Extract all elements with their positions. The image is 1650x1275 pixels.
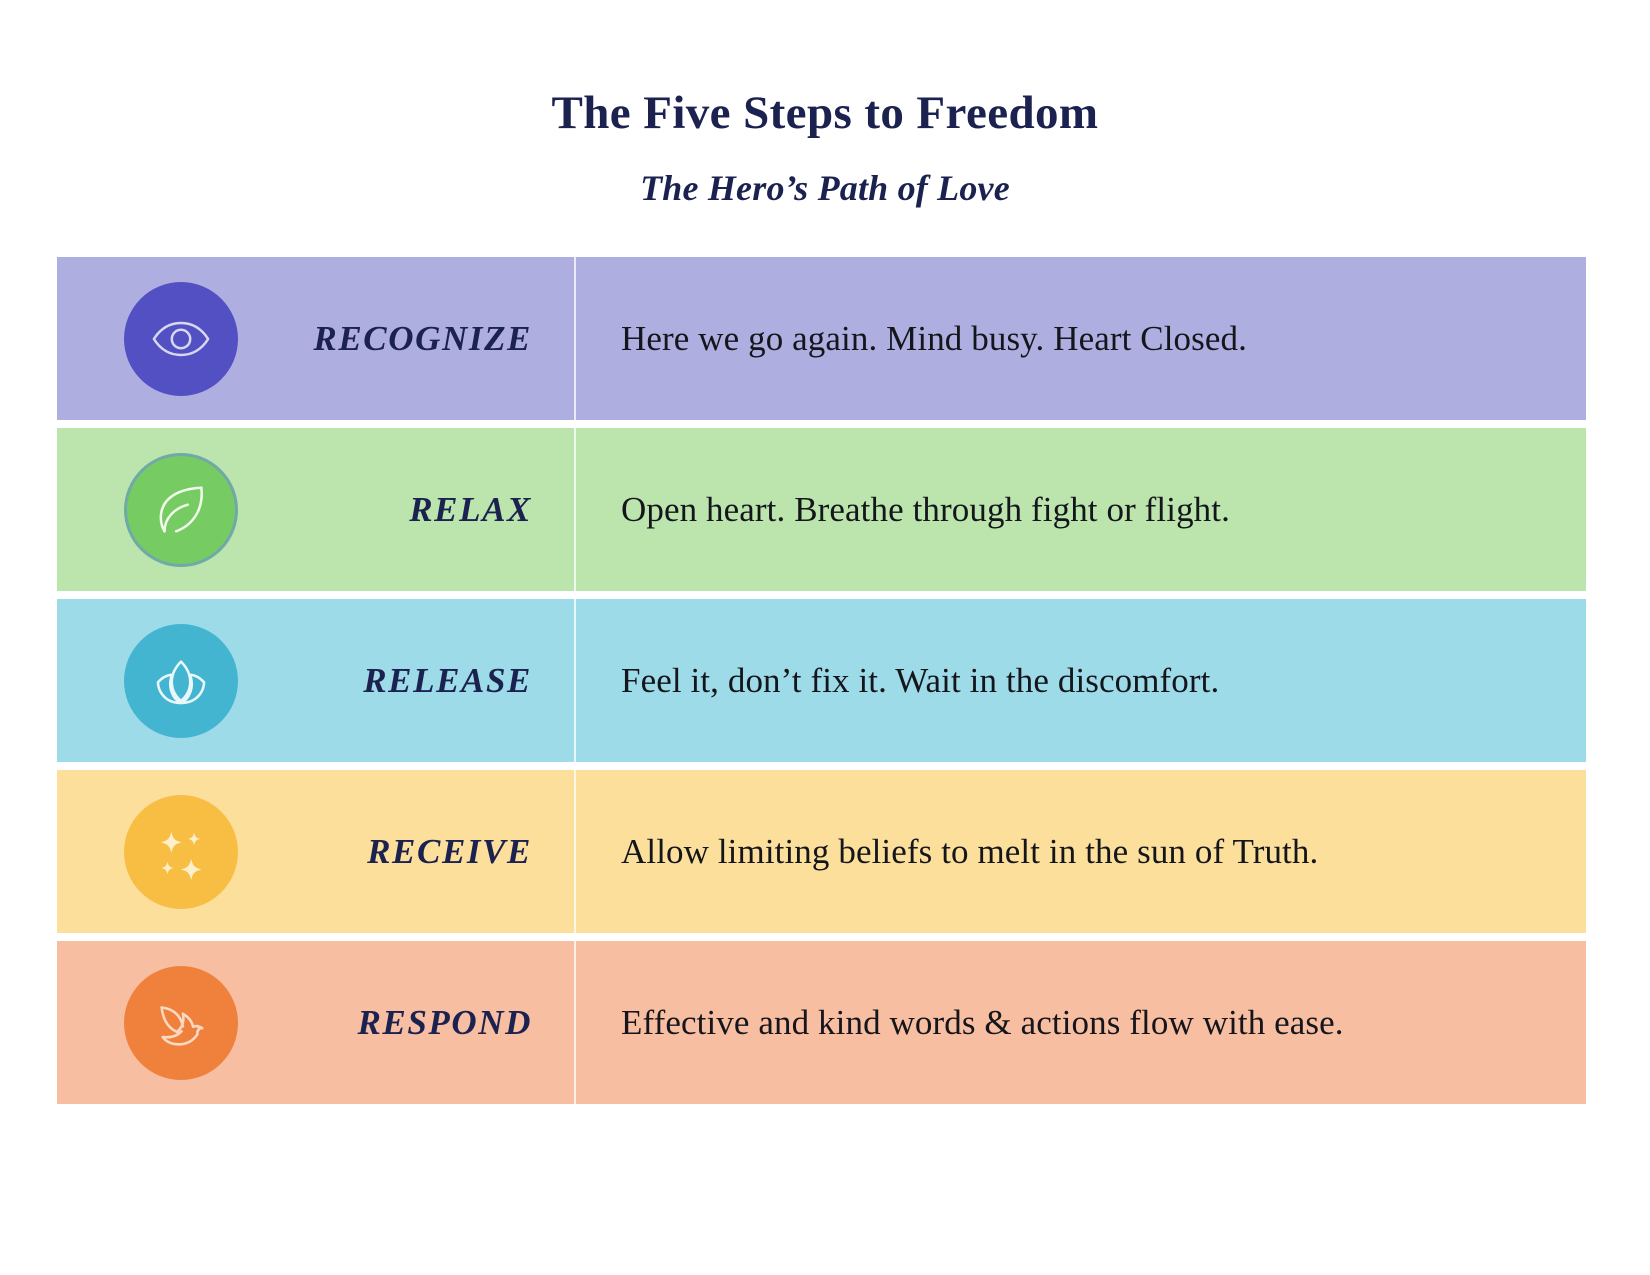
step-left-cell: RECEIVE [57,770,576,933]
step-label: RELAX [409,489,532,529]
step-row: RESPOND Effective and kind words & action… [57,941,1586,1104]
steps-list: RECOGNIZE Here we go again. Mind busy. He… [57,257,1586,1104]
leaf-icon [150,479,212,541]
dove-icon [150,992,212,1054]
step-icon-badge [124,794,238,909]
step-label: RESPOND [357,1002,532,1042]
step-description: Allow limiting beliefs to melt in the su… [621,831,1319,871]
step-description: Effective and kind words & actions flow … [621,1002,1344,1042]
step-right-cell: Effective and kind words & actions flow … [576,941,1586,1104]
step-right-cell: Feel it, don’t fix it. Wait in the disco… [576,599,1586,762]
step-left-cell: RECOGNIZE [57,257,576,420]
sparkles-icon [150,821,212,883]
step-left-cell: RELAX [57,428,576,591]
step-right-cell: Allow limiting beliefs to melt in the su… [576,770,1586,933]
step-right-cell: Open heart. Breathe through fight or fli… [576,428,1586,591]
step-row: RELEASE Feel it, don’t fix it. Wait in th… [57,599,1586,762]
step-icon-badge [124,965,238,1080]
step-right-cell: Here we go again. Mind busy. Heart Close… [576,257,1586,420]
step-left-cell: RELEASE [57,599,576,762]
step-icon-badge [124,281,238,396]
step-description: Open heart. Breathe through fight or fli… [621,489,1230,529]
step-left-cell: RESPOND [57,941,576,1104]
step-icon-badge [124,623,238,738]
page-title: The Five Steps to Freedom [551,87,1099,139]
eye-icon [150,308,212,370]
lotus-icon [150,650,212,712]
header: The Five Steps to Freedom The Hero’s Pat… [0,0,1650,208]
step-row: RELAX Open heart. Breathe through fight o… [57,428,1586,591]
page-subtitle: The Hero’s Path of Love [640,167,1010,208]
step-description: Here we go again. Mind busy. Heart Close… [621,318,1247,358]
step-icon-badge [124,452,238,567]
step-row: RECOGNIZE Here we go again. Mind busy. He… [57,257,1586,420]
step-label: RELEASE [363,660,532,700]
step-row: RECEIVE Allow limiting beliefs to melt in… [57,770,1586,933]
step-label: RECOGNIZE [313,318,532,358]
step-description: Feel it, don’t fix it. Wait in the disco… [621,660,1220,700]
step-label: RECEIVE [367,831,532,871]
